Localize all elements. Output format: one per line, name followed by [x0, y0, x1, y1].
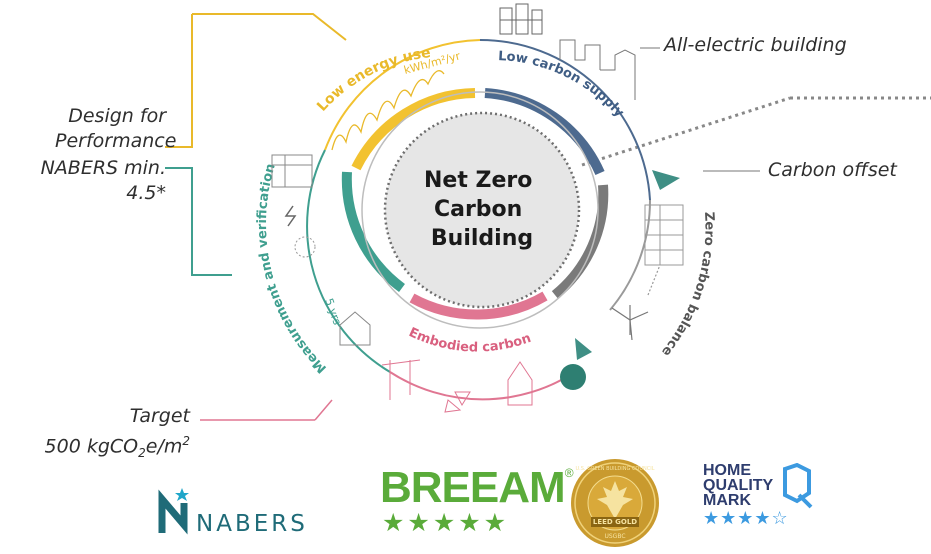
- target-line-2: 500 kgCO2e/m2: [10, 429, 190, 466]
- tree-icon: [560, 364, 586, 390]
- center-line-3: Building: [431, 226, 533, 251]
- nabers-logo: NABERS: [158, 485, 358, 540]
- gauge-icon: [294, 236, 316, 258]
- target-sub: 2: [138, 446, 146, 461]
- coil-icon: [331, 70, 445, 151]
- leed-seal-icon: [571, 459, 659, 547]
- center-line-2: Carbon: [434, 197, 522, 222]
- crane-icon: [381, 359, 421, 400]
- nabers-line-1: NABERS min.: [40, 157, 166, 179]
- design-line-1: Design for: [68, 105, 166, 127]
- breeam-wordmark: BREEAM: [380, 463, 566, 512]
- small-house-icon: [339, 311, 371, 346]
- nabers-line-2: 4.5*: [126, 182, 166, 204]
- nabers-mark-icon: [158, 488, 189, 535]
- design-line-2: Performance: [55, 130, 177, 152]
- hqm-line-2: QUALITY: [703, 477, 774, 494]
- hqm-stars: ★★★★☆: [703, 508, 833, 529]
- home-quality-mark-logo: HOME QUALITY MARK ★★★★☆: [703, 463, 833, 529]
- leed-bottom-text: USGBC: [604, 533, 626, 540]
- low-carbon-supply-label: Low carbon supply: [498, 49, 627, 121]
- callout-lines: [165, 13, 931, 421]
- target-value: 500 kgCO: [44, 435, 139, 458]
- center-line-1: Net Zero: [424, 168, 532, 193]
- inner-thin-ring: [361, 91, 599, 329]
- all-electric-label: All-electric building: [664, 34, 847, 56]
- leed-level-text: LEED GOLD: [592, 518, 638, 526]
- lightning-icon: [284, 205, 297, 227]
- center-label: Net Zero Carbon Building: [424, 168, 540, 251]
- breeam-logo: BREEAM® ★★★★★: [380, 463, 574, 537]
- center-circle: [383, 111, 581, 309]
- nabers-wordmark: NABERS: [196, 511, 308, 537]
- solar-panel-icon: [499, 3, 543, 35]
- nabers-min-label: NABERS min. 4.5*: [15, 156, 166, 206]
- factory-icon: [644, 204, 684, 266]
- hqm-line-1: HOME: [703, 462, 751, 479]
- hqm-line-3: MARK: [703, 492, 751, 509]
- house-icon: [271, 154, 313, 188]
- arrow-up-icon: [647, 264, 661, 296]
- carbon-offset-flag-icon: [652, 170, 680, 190]
- recycle-icon: [444, 391, 471, 413]
- embodied-carbon-label: Embodied carbon: [406, 325, 533, 355]
- measurement-label: Measurement and verification: [255, 162, 330, 376]
- leed-ring-text: U.S. GREEN BUILDING COUNCIL: [575, 466, 655, 472]
- city-skyline-icon: [559, 39, 636, 100]
- carbon-offset-label: Carbon offset: [768, 159, 897, 181]
- breeam-stars: ★★★★★: [382, 509, 510, 537]
- hqm-stars-filled: ★★★★: [703, 508, 772, 528]
- hqm-stars-empty: ☆: [771, 508, 789, 528]
- five-yrs-label: 5 yrs: [322, 297, 344, 327]
- zero-carbon-balance-label: Zero carbon balance: [658, 211, 717, 359]
- hqm-q-icon: [783, 463, 813, 509]
- design-performance-label: Design for Performance: [55, 104, 177, 154]
- outer-ring: [306, 38, 652, 401]
- leed-gold-logo: LEED GOLD U.S. GREEN BUILDING COUNCIL US…: [569, 457, 661, 554]
- tree-flag-icon: [575, 338, 592, 360]
- wind-turbine-icon: [611, 305, 649, 341]
- target-line-1: Target: [129, 405, 190, 427]
- breeam-registered: ®: [564, 466, 574, 480]
- rocket-building-icon: [507, 361, 533, 406]
- target-sup: 2: [182, 434, 190, 448]
- target-label: Target 500 kgCO2e/m2: [10, 404, 190, 466]
- target-unit: e/m: [145, 435, 183, 458]
